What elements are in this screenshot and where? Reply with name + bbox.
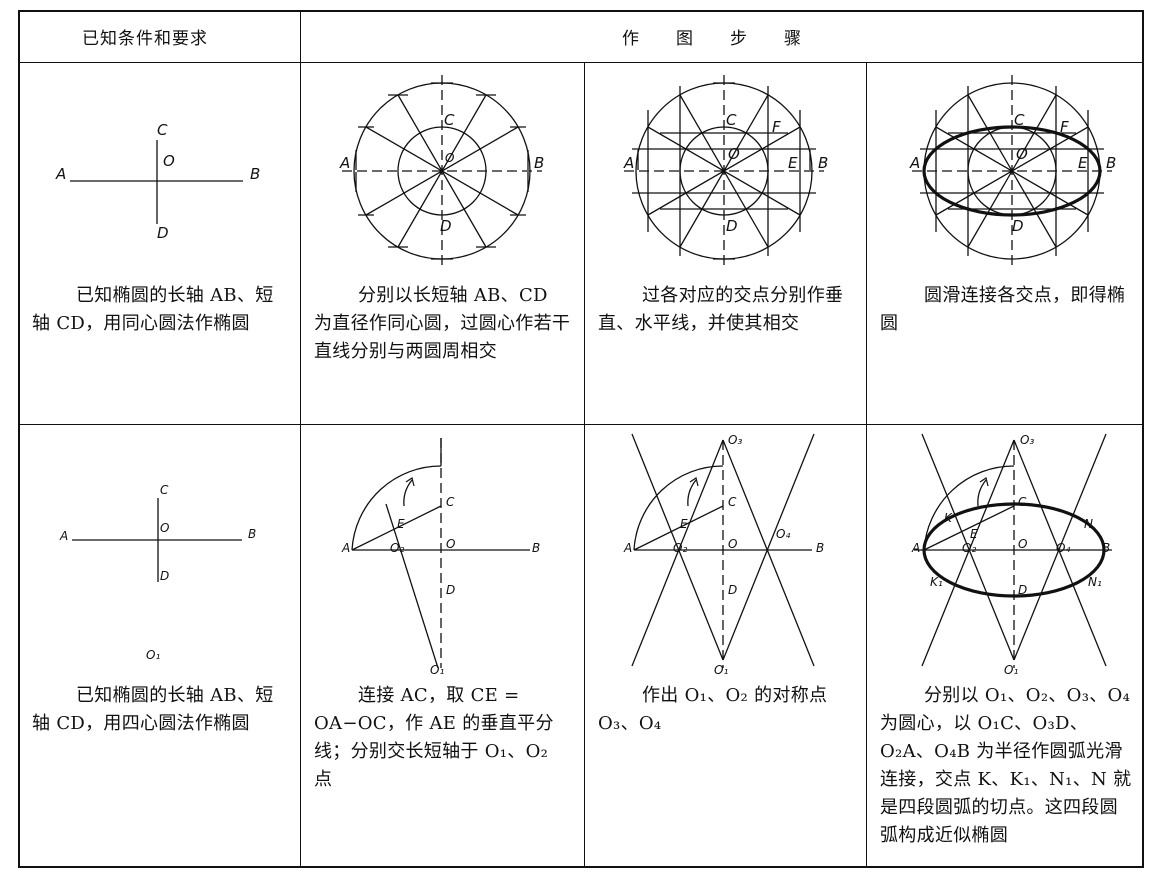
row1-given-label: 已知椭圆的长轴 AB、短轴 CD，用同心圆法作椭圆	[32, 285, 274, 334]
label-a: A	[341, 541, 350, 555]
label-d: D	[440, 217, 452, 235]
row1-step3-label: 圆滑连接各交点，即得椭圆	[880, 285, 1126, 334]
label-o: O	[728, 145, 740, 163]
column-divider-3	[866, 62, 867, 868]
label-o2: O₂	[962, 541, 976, 555]
row2-step1-label: 连接 AC，取 CE = OA−OC，作 AE 的垂直平分线；分别交长短轴于 O…	[314, 685, 554, 790]
label-o: O	[445, 151, 454, 165]
row1-step2-text: 过各对应的交点分别作垂直、水平线，并使其相交	[598, 282, 854, 338]
label-c: C	[157, 121, 168, 139]
label-b: B	[816, 541, 824, 555]
label-o: O	[163, 152, 175, 170]
label-k1: K₁	[930, 575, 943, 589]
label-c: C	[1014, 111, 1025, 129]
label-o1: O₁	[714, 663, 728, 677]
label-b: B	[250, 165, 260, 183]
label-d: D	[446, 583, 455, 597]
label-b: B	[1106, 154, 1116, 172]
row2-given-text: 已知椭圆的长轴 AB、短轴 CD，用四心圆法作椭圆	[32, 682, 290, 738]
label-a: A	[909, 154, 920, 172]
label-d: D	[157, 224, 169, 242]
label-e: E	[680, 517, 688, 531]
label-o1: O₁	[1004, 663, 1018, 677]
header-divider	[18, 62, 1144, 63]
r2-given-axes	[72, 498, 242, 582]
label-b: B	[818, 154, 828, 172]
label-c: C	[160, 483, 169, 497]
label-e: E	[397, 517, 405, 531]
label-a: A	[55, 165, 66, 183]
label-e: E	[1078, 154, 1088, 172]
row2-given-label: 已知椭圆的长轴 AB、短轴 CD，用四心圆法作椭圆	[32, 685, 274, 734]
label-o: O	[446, 537, 455, 551]
row1-step3-text: 圆滑连接各交点，即得椭圆	[880, 282, 1136, 338]
header-given: 已知条件和要求	[82, 29, 208, 49]
column-divider-1	[300, 10, 301, 868]
label-e: E	[970, 527, 978, 541]
row2-step1-text: 连接 AC，取 CE = OA−OC，作 AE 的垂直平分线；分别交长短轴于 O…	[314, 682, 572, 794]
label-d: D	[728, 583, 737, 597]
row1-given-text: 已知椭圆的长轴 AB、短轴 CD，用同心圆法作椭圆	[32, 282, 290, 338]
label-n1: N₁	[1088, 575, 1102, 589]
table-frame	[18, 10, 1144, 868]
label-o: O	[1018, 537, 1027, 551]
label-o4: O₄	[776, 527, 790, 541]
label-o1: O₁	[430, 663, 444, 677]
label-n: N	[1084, 517, 1093, 531]
label-c: C	[444, 111, 455, 129]
label-o: O	[1016, 145, 1028, 163]
label-o2: O₂	[390, 541, 404, 555]
label-c: C	[1018, 495, 1027, 509]
label-a: A	[911, 541, 920, 555]
row2-step2-label: 作出 O₁、O₂ 的对称点 O₃、O₄	[598, 685, 828, 734]
header-steps: 作 图 步 骤	[622, 29, 802, 49]
label-o: O	[160, 521, 169, 535]
column-divider-2	[584, 62, 585, 868]
row2-step3-text: 分别以 O₁、O₂、O₃、O₄ 为圆心，以 O₁C、O₃D、O₂A、O₄B 为半…	[880, 682, 1136, 850]
label-o: O	[728, 537, 737, 551]
figure-labels: A B C O D A B C O D A B C O D E F A B C …	[55, 111, 1116, 677]
label-d: D	[1018, 583, 1027, 597]
row2-step2-text: 作出 O₁、O₂ 的对称点 O₃、O₄	[598, 682, 854, 738]
row1-step2-label: 过各对应的交点分别作垂直、水平线，并使其相交	[598, 285, 844, 334]
r1-step3-figure	[912, 75, 1112, 267]
label-c: C	[446, 495, 455, 509]
label-o2: O₂	[673, 541, 687, 555]
label-k: K	[944, 511, 953, 525]
label-b: B	[248, 527, 256, 541]
label-a: A	[339, 154, 350, 172]
label-o4: O₄	[1056, 541, 1070, 555]
label-f: F	[1060, 118, 1069, 136]
r2-step2-figure	[631, 433, 815, 668]
label-d: D	[160, 569, 169, 583]
label-f: F	[772, 118, 781, 136]
row-divider	[18, 424, 1144, 425]
r1-step1-figure	[342, 75, 542, 267]
label-b: B	[534, 154, 544, 172]
label-b: B	[1102, 541, 1110, 555]
label-b: B	[532, 541, 540, 555]
r2-step1-figure	[351, 438, 530, 669]
row2-step3-label: 分别以 O₁、O₂、O₃、O₄ 为圆心，以 O₁C、O₃D、O₂A、O₄B 为半…	[880, 685, 1132, 846]
label-o3: O₃	[1020, 433, 1034, 447]
label-a: A	[623, 541, 632, 555]
label-a: A	[59, 529, 68, 543]
r1-step2-figure	[624, 75, 824, 267]
row1-step1-text: 分别以长短轴 AB、CD 为直径作同心圆，过圆心作若干直线分别与两圆周相交	[314, 282, 572, 366]
r2-step3-figure	[914, 433, 1112, 668]
label-d: D	[726, 217, 738, 235]
label-d: D	[1012, 217, 1024, 235]
label-e: E	[788, 154, 798, 172]
label-c: C	[728, 495, 737, 509]
label-c: C	[726, 111, 737, 129]
r1-given-axes	[70, 140, 243, 224]
label-o1: O₁	[146, 648, 160, 662]
label-o3: O₃	[728, 433, 742, 447]
label-a: A	[623, 154, 634, 172]
row1-step1-label: 分别以长短轴 AB、CD 为直径作同心圆，过圆心作若干直线分别与两圆周相交	[314, 285, 571, 362]
